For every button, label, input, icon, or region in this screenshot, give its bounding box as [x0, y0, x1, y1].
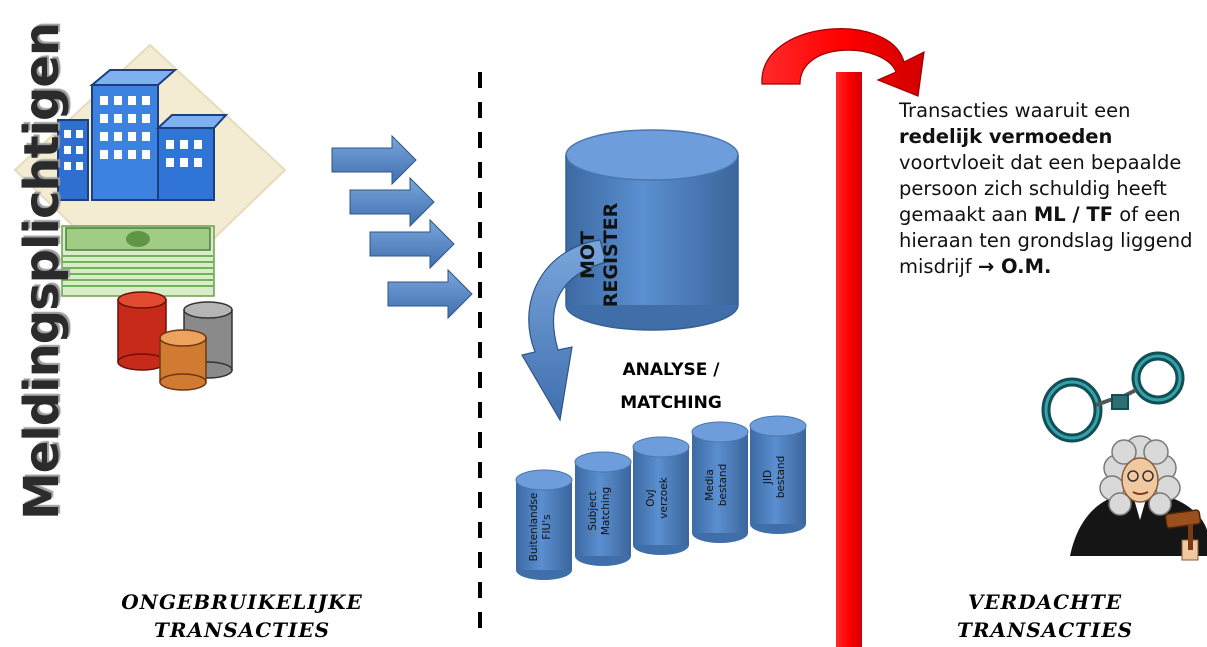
- bank-illustration: [13, 43, 287, 391]
- database-cylinder-3: [632, 436, 690, 555]
- coins-icon: [117, 291, 233, 391]
- analyse-line-2: MATCHING: [620, 393, 722, 413]
- desc-part-3: of een hieraan ten grondslag liggend mis…: [899, 203, 1193, 278]
- database-cylinders: [515, 415, 807, 580]
- red-barrier-bar: [836, 72, 862, 647]
- database-label-line-1: Subject: [587, 491, 599, 531]
- judge-icon: [1070, 435, 1207, 561]
- database-cylinder-5: [749, 415, 807, 534]
- mot-register-cylinder: [565, 129, 739, 331]
- database-cylinder-2: [574, 451, 632, 566]
- database-label-line-2: FIU's: [541, 514, 553, 540]
- arrow-4: [387, 268, 473, 320]
- suspicious-transactions-caption: VERDACHTE TRANSACTIES: [885, 588, 1205, 644]
- desc-bold-3: O.M.: [994, 255, 1052, 278]
- arrow-3: [369, 218, 455, 270]
- database-label-line-1: OvJ: [645, 489, 657, 507]
- flow-arrows: [331, 134, 473, 320]
- meldingsplichtigen-label: Meldingsplichtigen: [14, 22, 70, 520]
- analyse-matching-label: ANALYSE / MATCHING: [596, 354, 746, 420]
- mot-line-1: MOT: [577, 230, 599, 280]
- mot-register-label: MOT REGISTER: [577, 175, 623, 335]
- desc-part-2: voortvloeit dat een bepaalde persoon zic…: [899, 151, 1182, 226]
- arrow-1: [331, 134, 417, 186]
- caption-line-1: ONGEBRUIKELIJKE: [121, 590, 363, 614]
- desc-bold-2: ML / TF: [1033, 203, 1114, 226]
- suspicious-transactions-description: Transacties waaruit een redelijk vermoed…: [899, 98, 1199, 280]
- arrow-2: [349, 176, 435, 228]
- desc-bold-1: redelijk vermoeden: [899, 125, 1113, 148]
- database-cylinder-1: [515, 469, 573, 580]
- desc-part-1: Transacties waaruit een: [899, 99, 1131, 122]
- database-cylinder-4: [691, 421, 749, 543]
- red-loop-arrow: [761, 28, 925, 97]
- caption-line-2: TRANSACTIES: [153, 618, 331, 642]
- database-label-line-2: verzoek: [658, 477, 670, 519]
- curved-arrow: [521, 239, 607, 422]
- database-label-line-1: Media: [704, 468, 716, 501]
- caption-line-1: VERDACHTE: [967, 590, 1123, 614]
- mot-line-2: REGISTER: [600, 202, 622, 308]
- handcuffs-icon: [1041, 351, 1185, 443]
- database-label-line-2: bestand: [717, 463, 729, 506]
- database-label-line-2: Matching: [600, 486, 612, 536]
- database-label-line-1: Buitenlandse: [528, 492, 540, 562]
- banknotes-icon: [61, 225, 215, 297]
- desc-arrow: →: [977, 255, 995, 278]
- buildings-icon: [57, 69, 229, 201]
- unusual-transactions-caption: ONGEBRUIKELIJKE TRANSACTIES: [62, 588, 422, 644]
- database-label-line-1: JID: [762, 469, 774, 485]
- analyse-line-1: ANALYSE /: [622, 360, 720, 380]
- caption-line-2: TRANSACTIES: [956, 618, 1134, 642]
- database-label-line-2: bestand: [775, 455, 787, 499]
